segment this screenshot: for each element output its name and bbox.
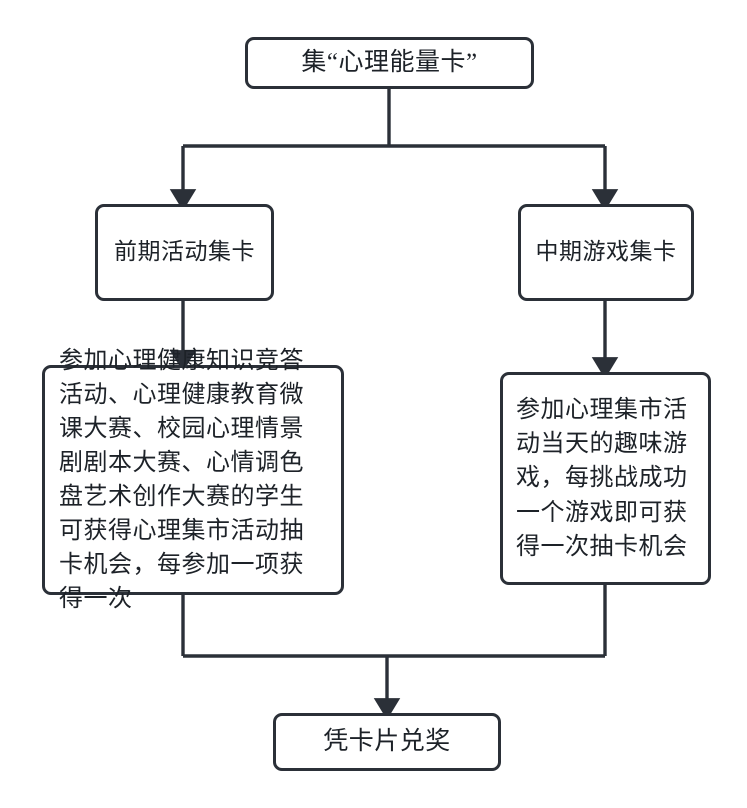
node-early-activity-label: 前期活动集卡 [114,239,255,265]
node-early-activity-detail-label: 参加心理健康知识竞答活动、心理健康教育微课大赛、校园心理情景剧剧本大赛、心情调色… [59,347,304,613]
node-redeem-prize[interactable]: 凭卡片兑奖 [273,713,501,771]
node-mid-game[interactable]: 中期游戏集卡 [518,204,694,301]
node-mid-game-detail[interactable]: 参加心理集市活动当天的趣味游戏，每挑战成功一个游戏即可获得一次抽卡机会 [500,372,711,585]
node-mid-game-detail-label: 参加心理集市活动当天的趣味游戏，每挑战成功一个游戏即可获得一次抽卡机会 [516,397,688,560]
node-early-activity[interactable]: 前期活动集卡 [95,204,274,301]
node-root-label: 集“心理能量卡” [301,49,478,77]
node-root[interactable]: 集“心理能量卡” [245,37,534,89]
node-mid-game-label: 中期游戏集卡 [535,239,677,265]
node-redeem-prize-label: 凭卡片兑奖 [323,728,451,756]
node-early-activity-detail[interactable]: 参加心理健康知识竞答活动、心理健康教育微课大赛、校园心理情景剧剧本大赛、心情调色… [42,348,344,612]
